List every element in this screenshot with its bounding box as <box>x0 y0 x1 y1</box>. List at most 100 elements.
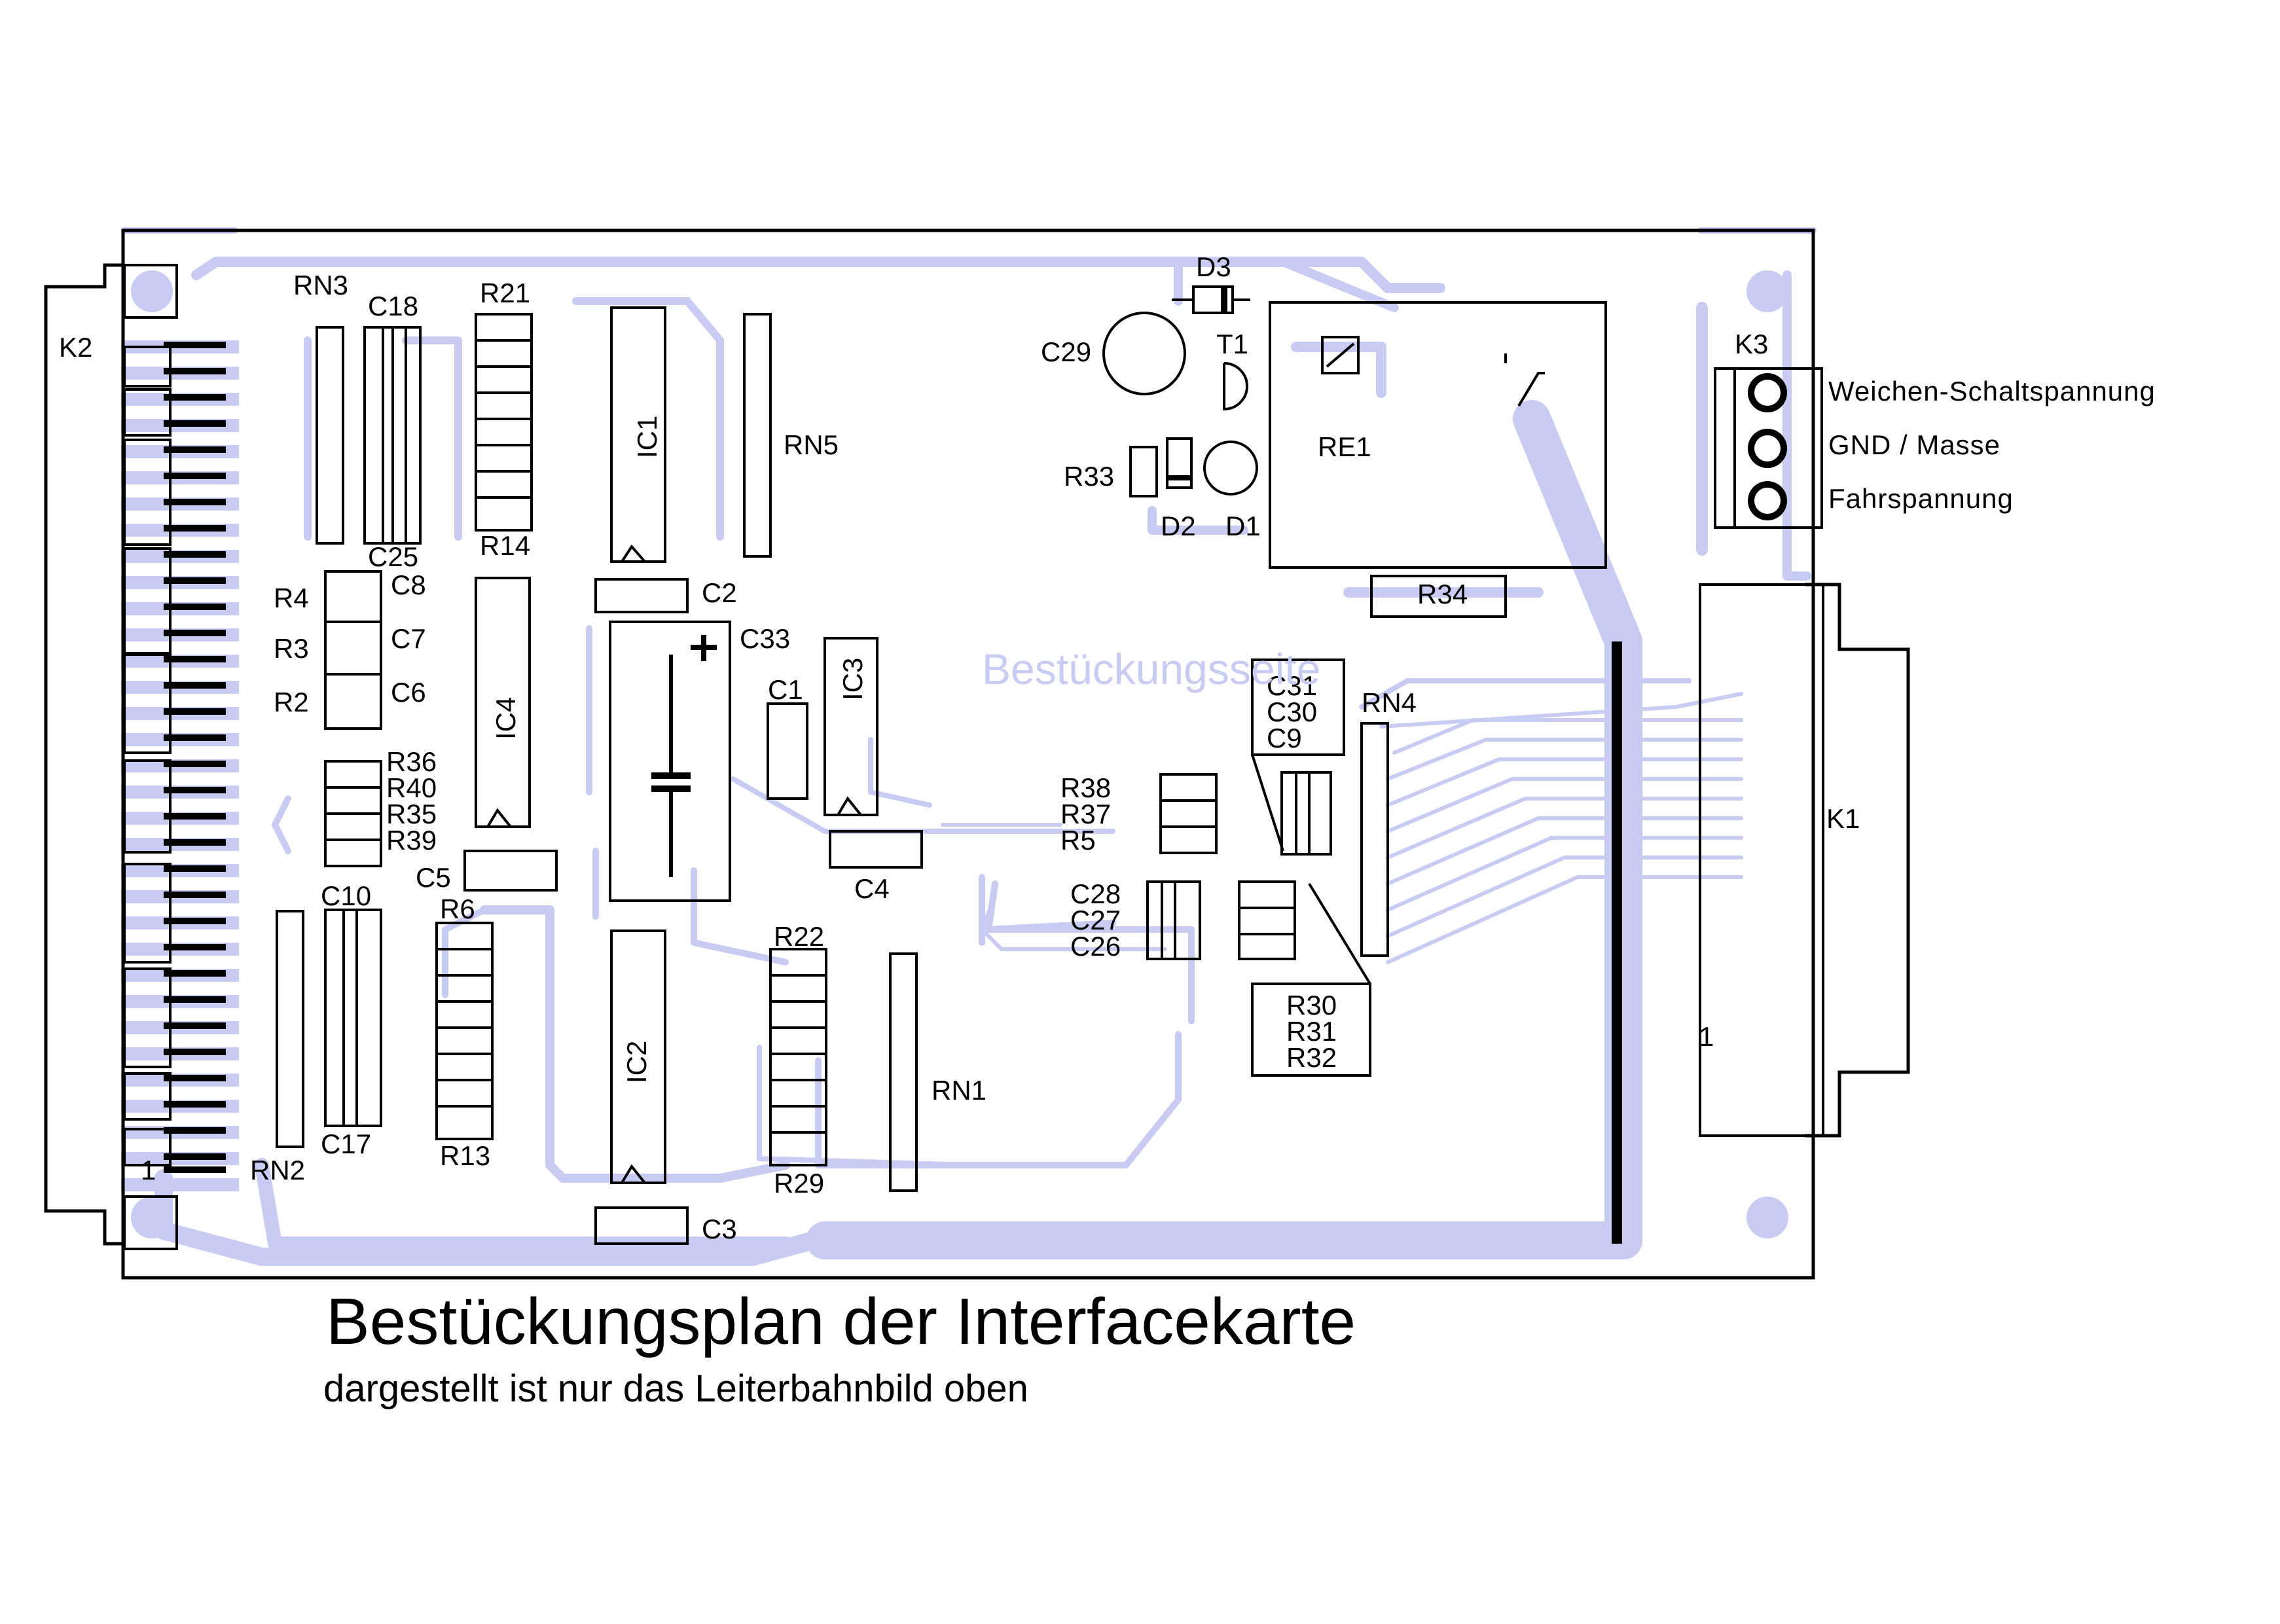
label-k3-fahrspannung: Fahrspannung <box>1828 483 2014 514</box>
label-rn3: RN3 <box>293 270 348 300</box>
page-subtitle: dargestellt ist nur das Leiterbahnbild o… <box>323 1367 1028 1410</box>
page-title: Bestückungsplan der Interfacekarte <box>326 1285 1356 1358</box>
r38-r5-array <box>1159 773 1218 854</box>
ic4-body <box>475 577 531 828</box>
label-c4: C4 <box>854 873 890 904</box>
c10-c17-array <box>324 909 382 1127</box>
label-d3: D3 <box>1196 251 1231 282</box>
label-k1: K1 <box>1826 803 1860 834</box>
label-r13: R13 <box>440 1140 490 1171</box>
k2-connector <box>44 263 124 1246</box>
component-pins <box>651 373 1787 877</box>
c33-body <box>609 621 731 902</box>
label-k2-pin1: 1 <box>141 1155 156 1185</box>
label-c29: C29 <box>1041 336 1091 367</box>
label-r33: R33 <box>1064 461 1114 492</box>
label-rn2: RN2 <box>250 1155 305 1185</box>
r21-r14-array <box>475 313 533 532</box>
label-c31: C31 <box>1267 670 1317 701</box>
r22-r29-array <box>769 948 827 1166</box>
label-c7: C7 <box>391 623 426 654</box>
label-rn5: RN5 <box>784 429 839 460</box>
label-c2: C2 <box>702 577 737 608</box>
label-k2: K2 <box>59 332 92 363</box>
label-c30: C30 <box>1267 696 1317 727</box>
label-c25: C25 <box>368 541 418 572</box>
label-t1: T1 <box>1216 329 1248 359</box>
label-c26: C26 <box>1070 931 1121 962</box>
rn5-body <box>743 313 772 558</box>
label-c8: C8 <box>391 569 426 600</box>
label-r32: R32 <box>1286 1042 1337 1073</box>
k3-terminal <box>1714 367 1823 529</box>
label-c27: C27 <box>1070 905 1121 935</box>
c31-c9-group <box>1251 659 1345 756</box>
label-rn1: RN1 <box>932 1075 986 1106</box>
r30-r32-array <box>1238 880 1296 960</box>
label-ic2: IC2 <box>621 1041 652 1083</box>
rn2-body <box>276 910 304 1148</box>
d2-body <box>1166 437 1193 489</box>
k2-mount-bottom <box>123 1195 178 1250</box>
label-re1: RE1 <box>1318 431 1371 462</box>
t1-body <box>1223 362 1248 411</box>
watermark-bestueckungsseite: Bestückungsseite <box>982 645 1320 693</box>
c2-body <box>594 578 689 613</box>
label-c1: C1 <box>768 674 803 705</box>
label-k1-pin1: 1 <box>1699 1021 1714 1052</box>
r6-r13-array <box>435 922 494 1140</box>
label-c6: C6 <box>391 677 426 708</box>
label-c17: C17 <box>321 1128 371 1159</box>
r4-c8-group <box>324 570 382 730</box>
rn3-body <box>316 326 344 545</box>
label-r30: R30 <box>1286 990 1337 1020</box>
label-c18: C18 <box>368 291 418 321</box>
label-r35: R35 <box>386 799 437 829</box>
label-d2: D2 <box>1161 511 1196 541</box>
label-r21: R21 <box>480 278 530 308</box>
label-c5: C5 <box>416 862 451 893</box>
label-r34: R34 <box>1417 579 1468 609</box>
k2-mount-top <box>123 264 178 319</box>
label-r29: R29 <box>774 1168 824 1199</box>
labels: K2 1 RN2 RN3 C18 C25 R21 R14 IC1 RN5 R4 … <box>59 251 2156 1244</box>
c3-body <box>594 1206 689 1245</box>
label-r39: R39 <box>386 825 437 856</box>
component-layer <box>44 228 1910 1280</box>
label-r3: R3 <box>274 633 309 664</box>
re1-body <box>1269 301 1607 569</box>
label-r31: R31 <box>1286 1016 1337 1047</box>
label-r22: R22 <box>774 921 824 952</box>
label-c28: C28 <box>1070 878 1121 909</box>
c5-body <box>463 850 558 892</box>
label-ic3: IC3 <box>837 658 868 700</box>
label-c9: C9 <box>1267 723 1302 753</box>
k2-pins <box>164 342 226 1173</box>
label-r37: R37 <box>1060 799 1111 829</box>
k1-connector <box>1699 583 1824 1137</box>
label-r36: R36 <box>386 746 437 777</box>
label-r14: R14 <box>480 530 530 561</box>
label-rn4: RN4 <box>1362 687 1417 718</box>
label-r4: R4 <box>274 583 309 613</box>
label-r5: R5 <box>1060 825 1096 856</box>
label-r2: R2 <box>274 687 309 717</box>
label-c33: C33 <box>740 623 790 654</box>
ic1-body <box>610 306 666 563</box>
board-outline <box>121 228 1815 1280</box>
label-r40: R40 <box>386 772 437 803</box>
ic3-body <box>823 637 878 816</box>
label-d1: D1 <box>1225 511 1261 541</box>
label-c3: C3 <box>702 1214 737 1244</box>
label-k3: K3 <box>1735 329 1768 359</box>
c1-body <box>767 702 808 800</box>
r33-body <box>1129 446 1158 497</box>
label-c10: C10 <box>321 880 371 911</box>
label-ic1: IC1 <box>632 416 662 458</box>
label-r6: R6 <box>440 893 475 924</box>
c4-body <box>829 830 923 869</box>
label-k3-weichen: Weichen-Schaltspannung <box>1828 376 2156 406</box>
ic2-body <box>610 929 666 1184</box>
rn4-body <box>1360 722 1389 957</box>
